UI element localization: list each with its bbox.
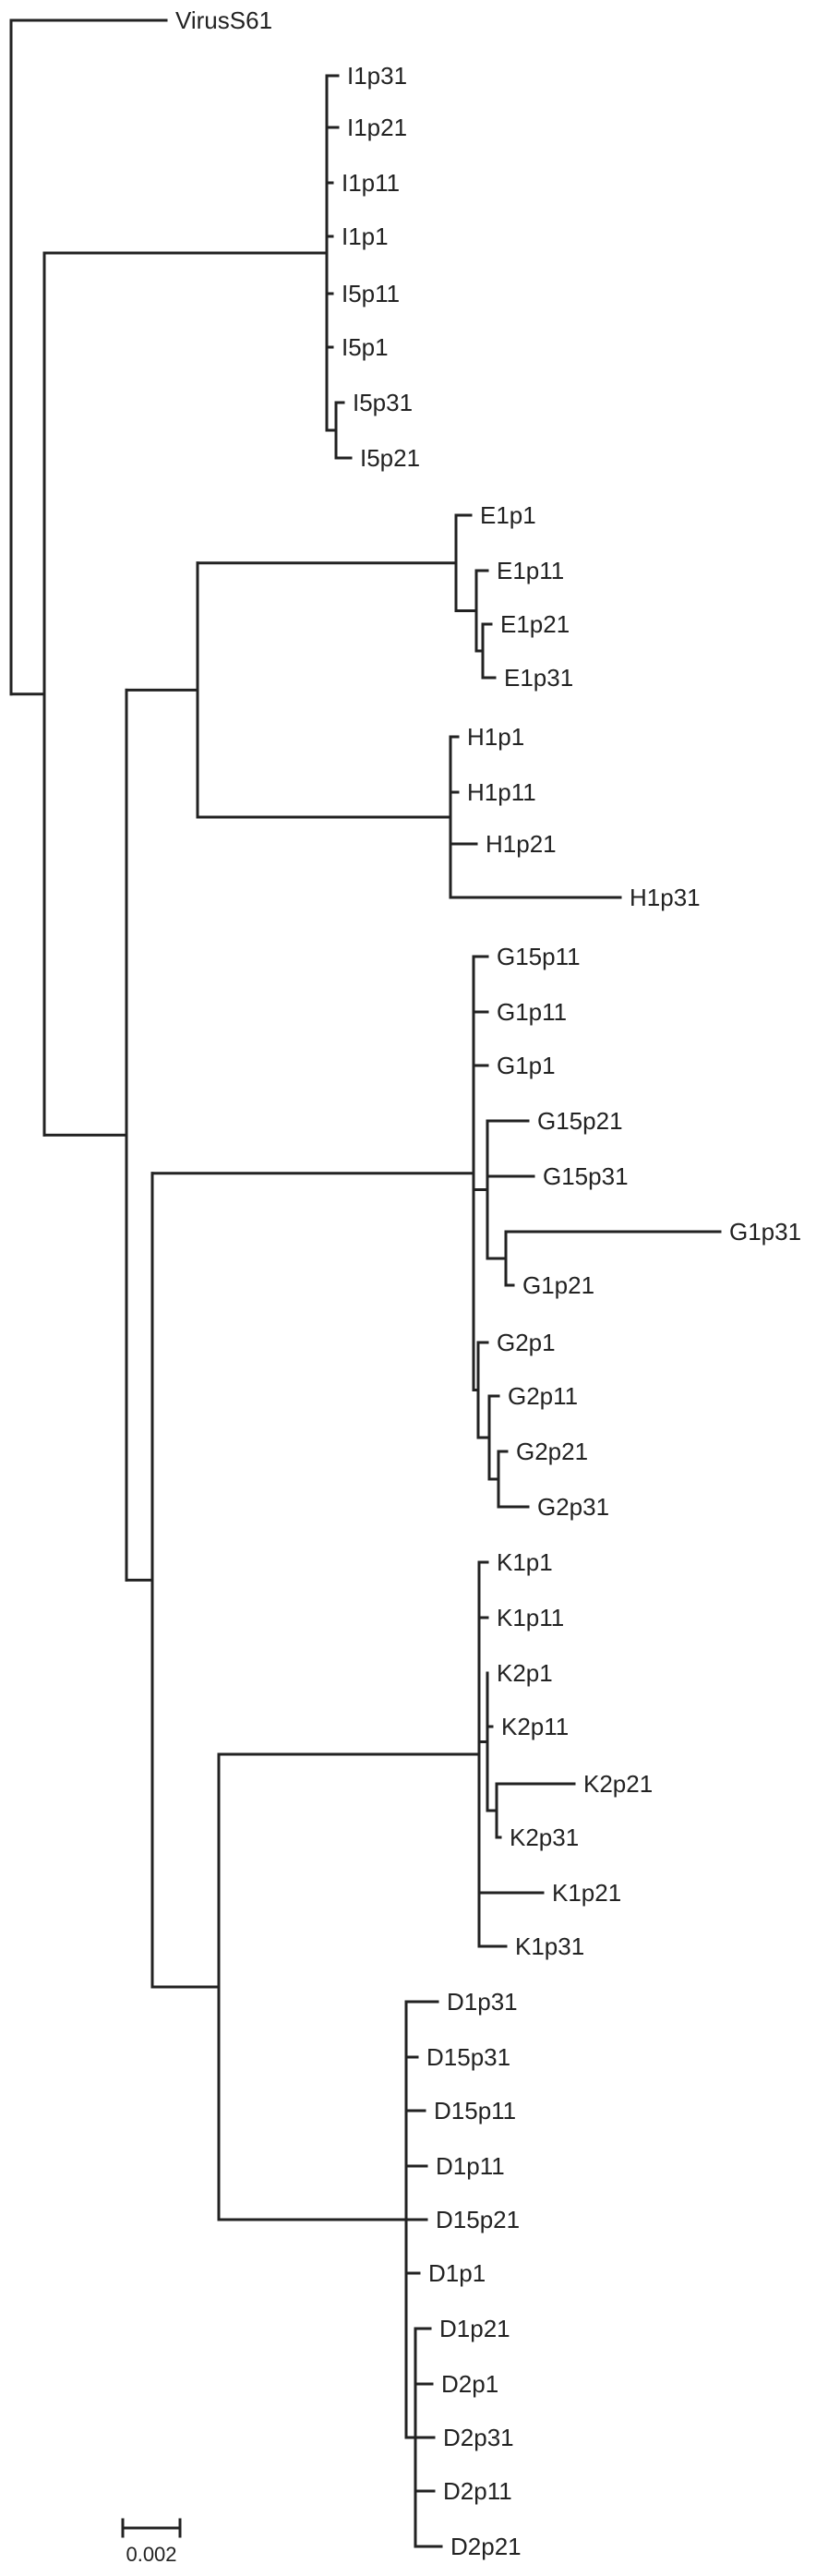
leaf-label-I5p11: I5p11 <box>342 280 400 307</box>
leaf-label-K2p11: K2p11 <box>501 1713 569 1740</box>
leaf-label-I1p1: I1p1 <box>342 223 389 250</box>
leaf-label-D1p1: D1p1 <box>428 2259 486 2287</box>
leaf-label-I1p21: I1p21 <box>347 114 407 141</box>
leaf-label-D2p21: D2p21 <box>450 2533 522 2560</box>
leaf-label-D15p31: D15p31 <box>426 2043 510 2071</box>
scale-bar: 0.002 <box>121 2518 182 2566</box>
leaf-label-G2p31: G2p31 <box>537 1493 609 1521</box>
leaf-label-K2p31: K2p31 <box>510 1824 579 1851</box>
leaf-label-G2p21: G2p21 <box>516 1438 588 1465</box>
leaf-label-K2p1: K2p1 <box>497 1659 553 1687</box>
leaf-label-G1p21: G1p21 <box>522 1271 594 1299</box>
leaf-label-G1p31: G1p31 <box>729 1218 801 1246</box>
leaf-label-H1p1: H1p1 <box>467 723 524 751</box>
scale-bar-label: 0.002 <box>126 2543 176 2566</box>
leaf-label-D15p21: D15p21 <box>436 2206 520 2233</box>
leaf-label-E1p31: E1p31 <box>504 664 573 692</box>
leaf-label-D1p21: D1p21 <box>439 2315 510 2342</box>
leaf-label-D1p11: D1p11 <box>436 2152 505 2180</box>
leaf-label-K1p11: K1p11 <box>497 1604 564 1631</box>
leaf-label-D2p11: D2p11 <box>443 2477 512 2505</box>
leaf-label-H1p31: H1p31 <box>630 884 701 911</box>
leaf-labels: VirusS61I1p31I1p21I1p11I1p1I5p11I5p1I5p3… <box>175 6 801 2560</box>
leaf-label-G2p11: G2p11 <box>508 1382 578 1410</box>
leaf-label-K2p21: K2p21 <box>583 1770 653 1798</box>
leaf-label-D15p11: D15p11 <box>434 2097 516 2125</box>
leaf-label-I1p31: I1p31 <box>347 62 407 90</box>
leaf-label-D1p31: D1p31 <box>447 1988 518 2016</box>
leaf-label-E1p11: E1p11 <box>497 557 564 584</box>
leaf-label-K1p1: K1p1 <box>497 1548 553 1576</box>
leaf-label-E1p1: E1p1 <box>480 501 536 529</box>
leaf-label-G15p31: G15p31 <box>543 1162 629 1190</box>
leaf-label-G15p21: G15p21 <box>537 1107 623 1135</box>
leaf-label-I5p21: I5p21 <box>360 444 420 472</box>
leaf-label-K1p31: K1p31 <box>515 1932 584 1960</box>
leaf-label-E1p21: E1p21 <box>500 610 570 638</box>
leaf-label-G2p1: G2p1 <box>497 1329 556 1356</box>
leaf-label-G1p1: G1p1 <box>497 1052 556 1079</box>
leaf-label-I5p31: I5p31 <box>353 389 413 416</box>
leaf-label-VirusS61: VirusS61 <box>175 6 272 34</box>
leaf-label-H1p21: H1p21 <box>486 830 557 858</box>
leaf-label-I5p1: I5p1 <box>342 333 389 361</box>
leaf-label-G15p11: G15p11 <box>497 943 581 970</box>
leaf-label-D2p31: D2p31 <box>443 2424 514 2451</box>
leaf-label-I1p11: I1p11 <box>342 169 400 197</box>
leaf-label-G1p11: G1p11 <box>497 998 567 1026</box>
leaf-label-D2p1: D2p1 <box>441 2370 498 2398</box>
leaf-label-H1p11: H1p11 <box>467 778 536 806</box>
leaf-label-K1p21: K1p21 <box>552 1879 621 1907</box>
tree-branches <box>9 18 722 2548</box>
